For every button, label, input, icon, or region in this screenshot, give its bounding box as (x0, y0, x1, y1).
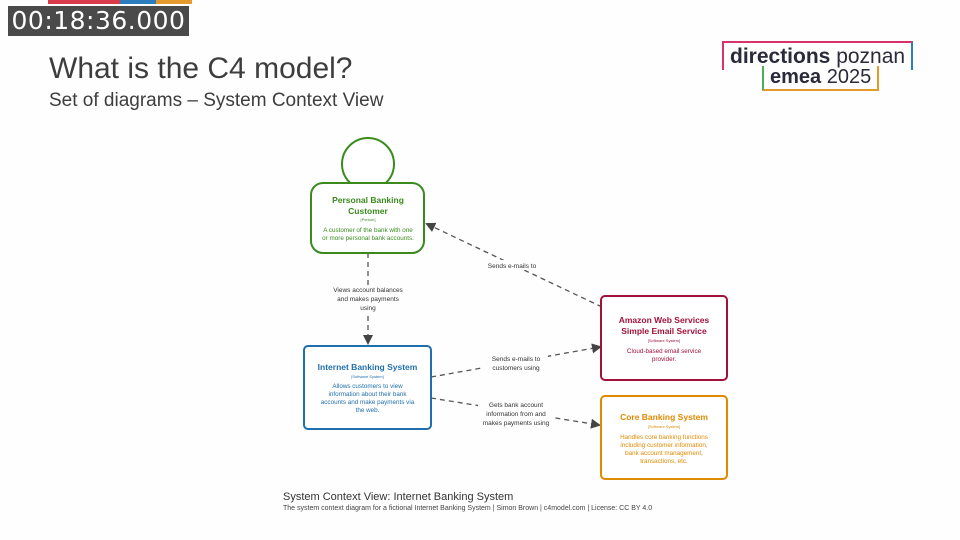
label-background (480, 260, 544, 270)
slide-subtitle: Set of diagrams – System Context View (49, 90, 384, 111)
video-timecode: 00:18:36.000 (8, 6, 189, 36)
element-type: [Software System] (648, 424, 680, 429)
slide-title: What is the C4 model? (49, 52, 353, 85)
element-description: or more personal bank accounts. (322, 235, 414, 242)
element-description: provider. (652, 356, 676, 363)
relationship-label: makes payments using (483, 420, 550, 427)
system-internet-banking: Internet Banking System [Software System… (303, 345, 432, 430)
element-description: accounts and make payments via (321, 399, 415, 406)
element-type: [Software System] (648, 338, 680, 343)
relationship-label: and makes payments (337, 296, 400, 303)
relationship-aws-to-customer: Sends e-mails to (425, 222, 603, 308)
logo-line-2: emea 2025 (762, 66, 880, 91)
element-description: Allows customers to view (332, 383, 403, 390)
system-box (600, 395, 728, 480)
element-description: Handles core banking functions (620, 434, 708, 441)
element-description: A customer of the bank with one (323, 227, 413, 234)
label-background (484, 353, 548, 373)
logo-word-poznan: poznan (836, 45, 906, 68)
element-description: information about their bank (328, 391, 407, 398)
relationship-ibs-to-core: Gets bank account information from and m… (430, 397, 601, 429)
element-description: bank account management, (625, 450, 703, 457)
relationship-label: Sends e-mails to (492, 356, 541, 363)
progress-color-bar (48, 0, 192, 4)
element-description: including customer information, (620, 442, 707, 449)
relationship-label: Sends e-mails to (488, 263, 537, 270)
element-name: Customer (348, 206, 388, 216)
event-logo: directions poznan emea 2025 (722, 41, 914, 91)
logo-word-directions: directions (730, 45, 831, 68)
relationship-customer-to-ibs: Views account balances and makes payment… (328, 253, 408, 345)
element-name: Amazon Web Services (619, 315, 710, 325)
logo-line-1: directions poznan (722, 41, 914, 70)
system-aws-ses: Amazon Web Services Simple Email Service… (600, 295, 728, 381)
element-name: Internet Banking System (318, 362, 418, 372)
label-background (328, 285, 408, 313)
element-description: the web. (356, 407, 380, 414)
diagram-caption-text: The system context diagram for a fiction… (283, 505, 653, 512)
person-personal-banking-customer: Personal Banking Customer [Person] A cus… (310, 137, 425, 254)
diagram-caption-title: System Context View: Internet Banking Sy… (283, 491, 514, 503)
system-box (600, 295, 728, 381)
element-name: Simple Email Service (621, 326, 707, 336)
relationship-label: Views account balances (333, 287, 403, 294)
element-name: Core Banking System (620, 412, 708, 422)
progress-segment-orange (156, 0, 192, 4)
element-description: transactions, etc. (640, 458, 688, 465)
logo-word-emea: emea (770, 66, 822, 88)
system-core-banking: Core Banking System [Software System] Ha… (600, 395, 728, 480)
relationship-ibs-to-aws: Sends e-mails to customers using (430, 343, 602, 378)
element-type: [Software System] (351, 374, 383, 379)
relationship-label: customers using (492, 365, 540, 372)
element-name: Personal Banking (332, 195, 404, 205)
progress-segment-blue (120, 0, 156, 4)
element-type: [Person] (361, 217, 376, 222)
label-background (478, 400, 554, 428)
progress-segment-red (48, 0, 120, 4)
relationship-label: information from and (486, 411, 546, 418)
person-body (310, 182, 425, 254)
element-description: Cloud-based email service (627, 348, 702, 355)
relationship-label: Gets bank account (489, 402, 543, 409)
relationship-label: using (360, 305, 376, 312)
system-box (303, 345, 432, 430)
logo-word-year: 2025 (826, 66, 872, 88)
